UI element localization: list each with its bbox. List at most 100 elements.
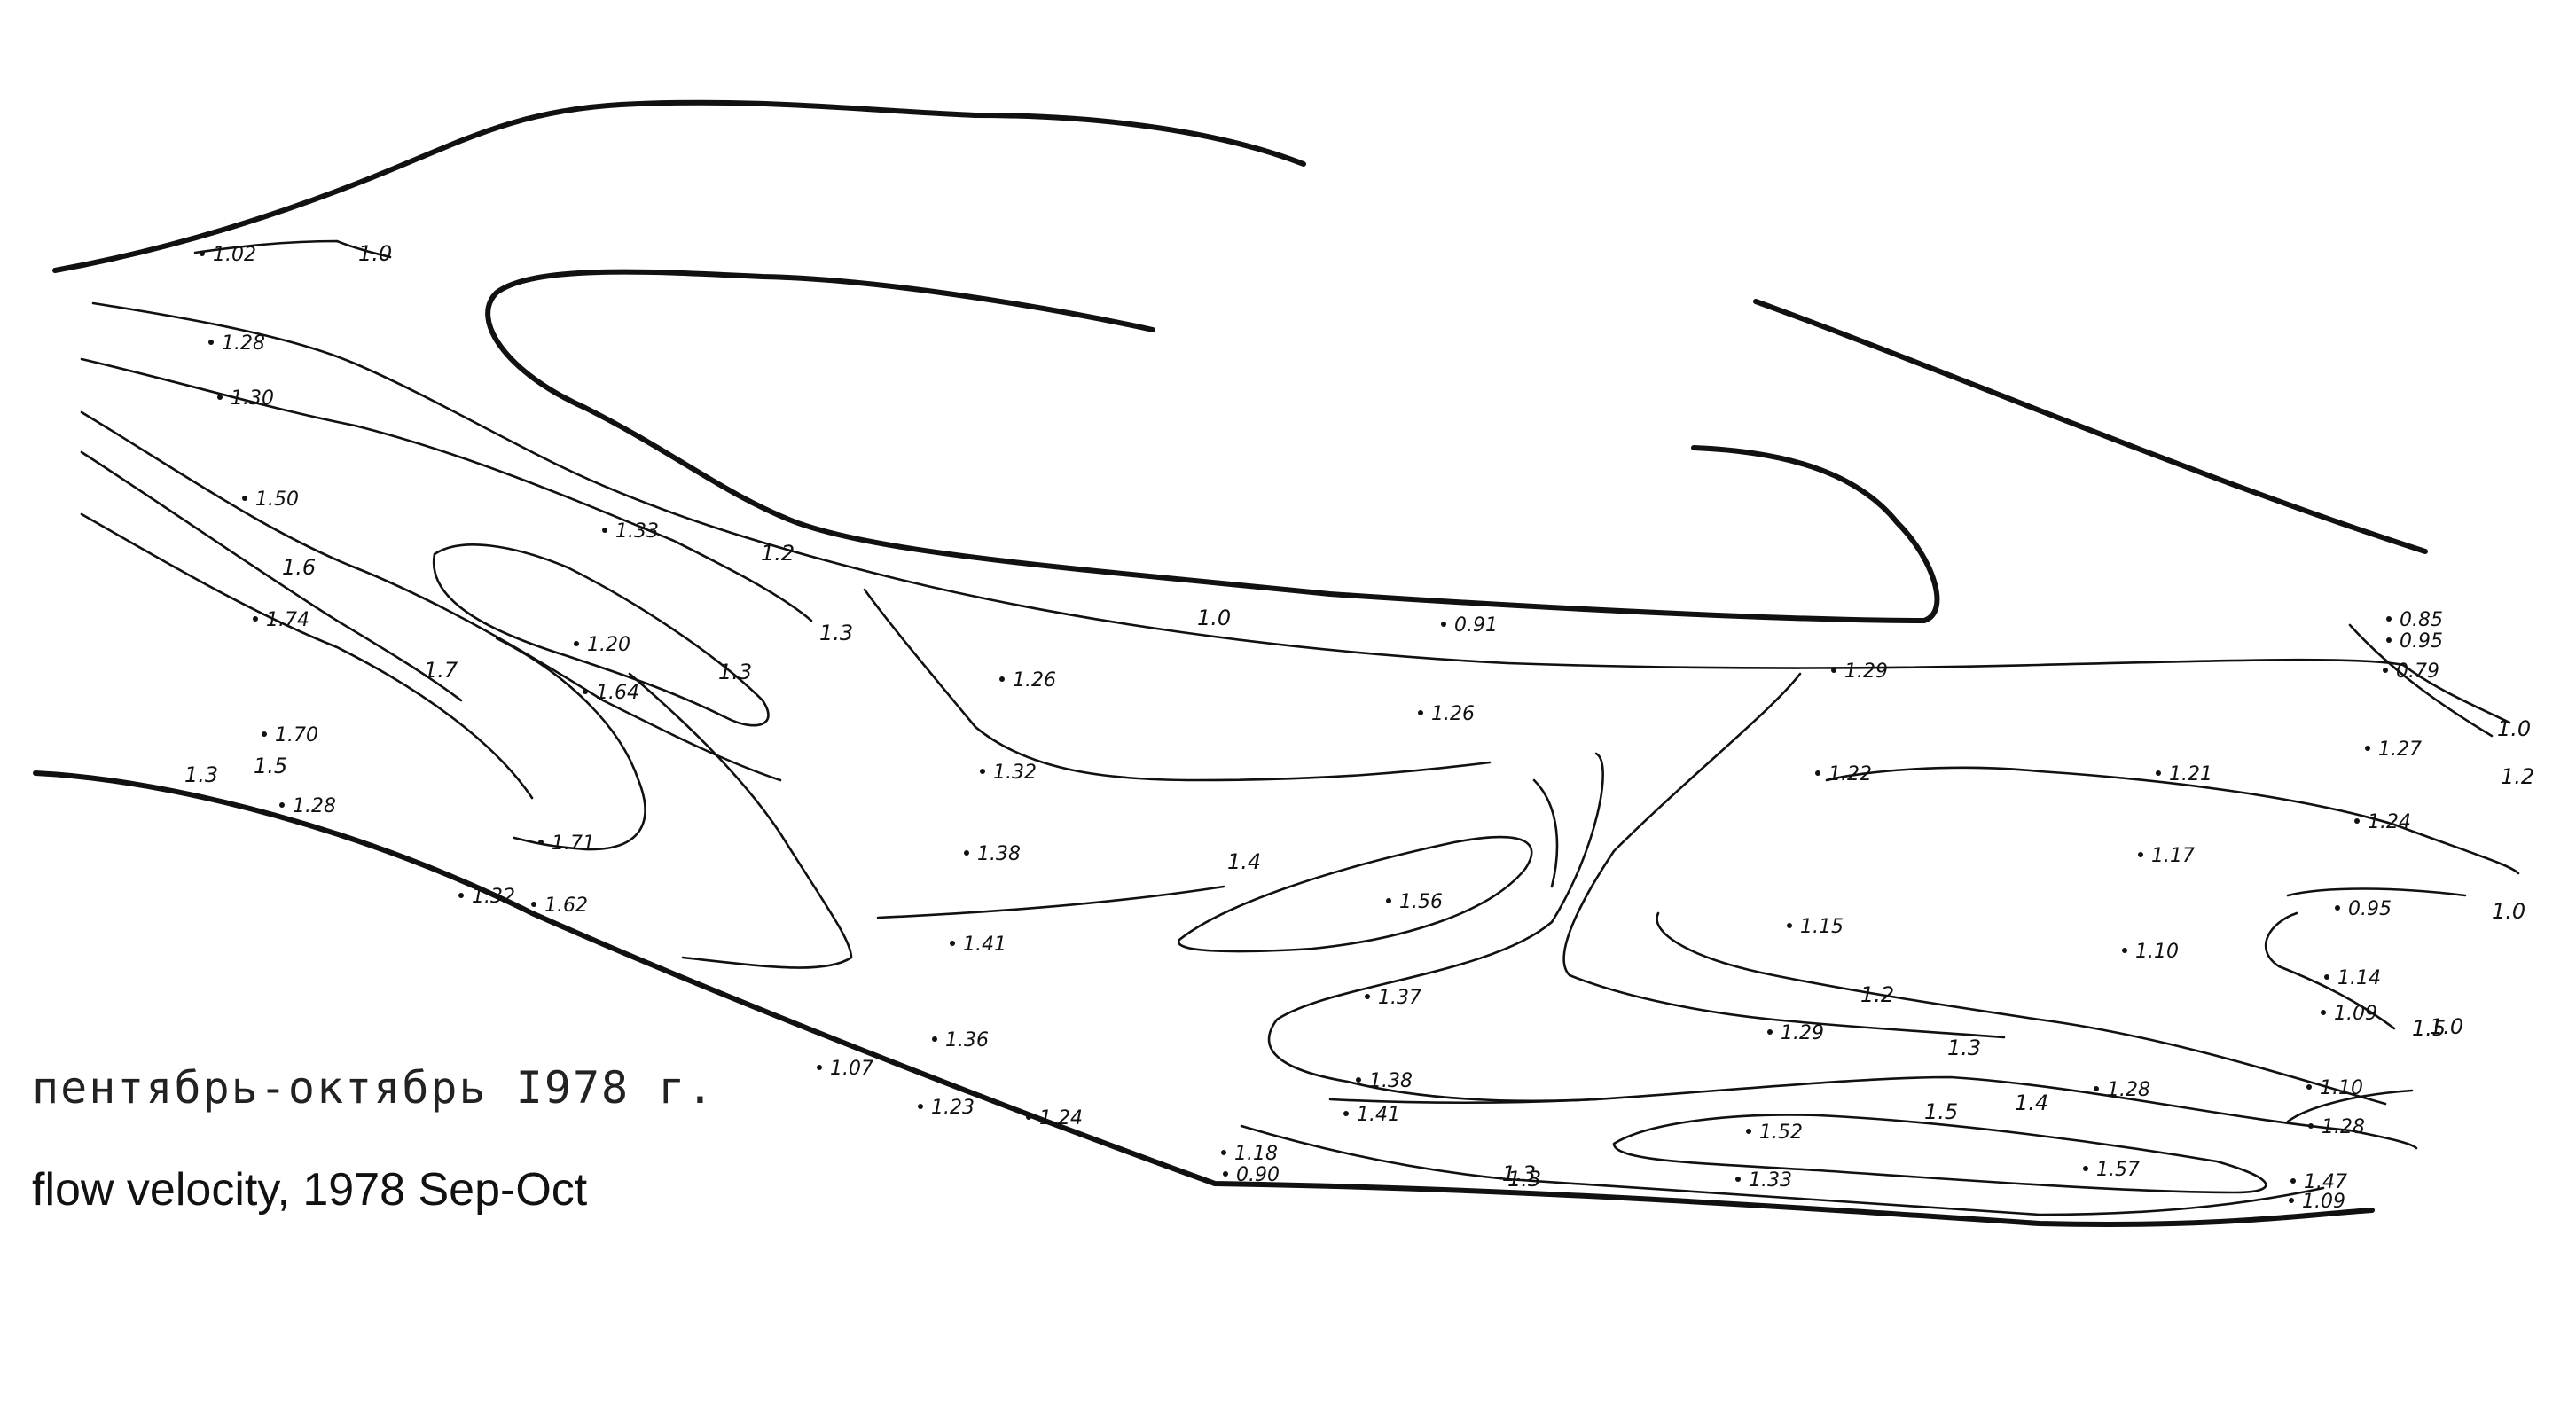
isoline [1656,911,2387,1106]
measurement-value: 1.14 [2337,967,2381,989]
measurement-dot [2306,1084,2312,1090]
isoline [80,512,534,800]
measurement-dot [1223,1171,1228,1177]
measurement-value: 0.85 [2400,609,2443,631]
island-upper [485,269,1940,623]
measurement-value: 1.10 [2135,941,2179,963]
measurement-dot [2321,1010,2326,1015]
measurement-dot [2083,1166,2088,1171]
measurement-dot [1746,1129,1751,1134]
isoline-value: 1.2 [2501,764,2534,789]
river-banks [33,99,2428,1228]
measurement-value: 0.91 [1454,614,1498,637]
isoline-value: 1.3 [184,762,218,787]
measurement-value: 1.23 [931,1097,975,1119]
measurement-dot [583,689,588,694]
measurement-value: 1.29 [1844,661,1888,683]
isoline-141 [628,672,853,969]
measurement-value: 1.28 [2107,1079,2150,1101]
measurement-value: 1.28 [293,795,336,817]
measurement-value: 0.79 [2396,661,2439,683]
measurement-dot [2094,1086,2099,1091]
measurement-dot [1815,770,1820,776]
isoline-171 [495,637,646,851]
measurement-dot [2138,852,2143,857]
isoline-value: 1.2 [761,541,795,566]
measurement-dot [1441,622,1446,627]
measurement-value: 1.62 [544,895,588,917]
measurement-dot [980,769,985,774]
measurement-dot [2383,668,2388,673]
isoline-value: 1.5 [2412,1016,2446,1041]
measurement-dot [279,802,285,808]
isoline [1562,672,2006,1039]
measurement-dot [217,395,223,400]
measurement-dot [1787,923,1792,928]
isoline [1240,1124,2325,1216]
measurement-value: 1.56 [1399,891,1443,913]
isoline-value: 1.5 [254,754,287,778]
measurement-value: 1.38 [977,843,1021,865]
measurement-dot [2308,1123,2314,1129]
isoline-14 [876,885,1225,919]
measurement-value: 1.10 [2320,1077,2363,1099]
measurement-value: 1.32 [993,762,1037,784]
caption-english: flow velocity, 1978 Sep-Oct [32,1164,588,1216]
isoline [2286,1089,2414,1123]
isoline-value: 1.3 [1502,1161,1536,1186]
isoline-closed-120 [432,543,770,727]
measurement-value: 1.33 [1749,1169,1792,1192]
isoline-value: 1.3 [1507,1167,1541,1192]
isoline-value: 1.6 [282,555,316,580]
measurement-value: 1.33 [615,520,659,543]
measurement-value: 1.21 [2169,763,2212,786]
measurement-value: 0.95 [2348,898,2392,920]
isoline-value: 1.7 [424,658,458,683]
measurement-value: 1.28 [2322,1116,2365,1138]
measurement-dot [2386,616,2392,622]
measurement-dot [999,676,1005,682]
isoline [80,410,782,782]
measurement-value: 1.57 [2096,1159,2140,1181]
measurement-dot [208,340,214,345]
measurement-value: 1.17 [2151,845,2195,867]
measurement-value: 1.15 [1800,916,1844,938]
measurement-dot [2156,770,2161,776]
isoline-value: 1.0 [2492,899,2525,924]
measurement-dot [1735,1177,1741,1182]
isoline-value: 1.0 [2497,716,2531,741]
isoline [2264,911,2396,1030]
measurement-value: 1.52 [1759,1122,1803,1144]
isoline-value: 1.2 [1860,982,1894,1007]
measurement-value: 1.70 [275,724,318,747]
measurement-dot [1365,994,1370,999]
measurement-value: 1.38 [1369,1070,1413,1092]
measurement-dot [932,1036,937,1042]
measurement-dot [2289,1198,2294,1203]
measurement-dot [817,1065,822,1070]
isoline-value: 1.4 [2015,1091,2048,1115]
measurement-dot [1356,1077,1361,1083]
measurement-value: 1.07 [830,1058,873,1080]
isoline [2348,623,2494,738]
north-bank [52,99,1306,273]
isoline-value: 1.3 [718,660,752,684]
measurement-value: 1.28 [222,332,265,355]
measurement-value: 1.22 [1828,763,1872,786]
measurement-value: 1.37 [1378,987,1421,1009]
measurement-value: 1.02 [213,244,256,266]
measurement-dot [1767,1029,1773,1035]
south-bank [33,770,2375,1228]
measurement-value: 1.26 [1013,669,1056,692]
isoline-closed-156 [1177,835,1533,953]
measurement-dot [262,731,267,737]
measurement-dot [1343,1111,1349,1116]
isoline-value: 1.3 [1947,1036,1981,1060]
measurement-dot [242,496,247,501]
isoline-closed-152 [1612,1114,2267,1194]
measurement-dot [964,850,969,856]
isoline [80,357,813,622]
measurement-value: 0.95 [2400,630,2443,653]
measurement-value: 1.32 [472,886,515,908]
